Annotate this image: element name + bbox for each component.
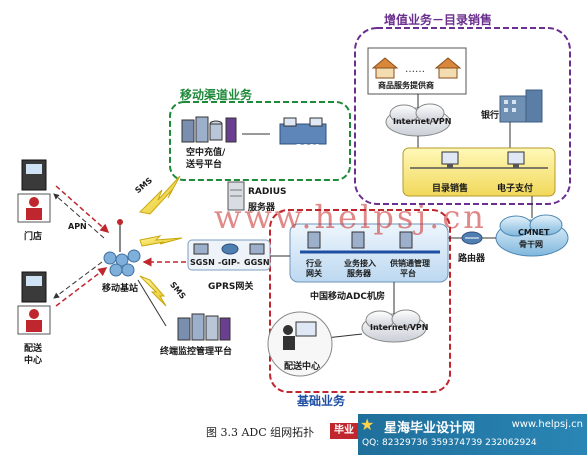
computer-icon [507,151,525,168]
server-icon [351,231,365,249]
value-added-group-border [354,27,571,205]
watermark-text: www.helpsj.cn [214,198,487,236]
banner-url: www.helpsj.cn [511,419,583,430]
person-icon [17,305,51,335]
boss-label: BOSS [296,143,321,152]
base-station-label: 移动基站 [102,284,139,294]
recharge-platform-label-2: 送号平台 [186,160,223,170]
caption-badge: 毕业 [330,423,358,439]
e-payment-label: 电子支付 [497,184,534,194]
supply-platform-label-1: 供销通管理 [390,259,430,268]
radius-label-1: RADIUS [248,187,287,197]
basic-group-border [269,209,451,393]
cmnet-label-1: CMNET [518,228,550,237]
value-added-group-title: 增值业务－目录销售 [384,13,493,27]
radius-label-2: 服务器 [248,203,276,213]
bank-label: 银行 [481,111,500,121]
link [53,261,103,299]
sms-lightning-icon [138,175,181,215]
sgsn-label: SGSN [190,258,215,267]
link [325,333,363,339]
mobile-channel-group-title: 移动渠道业务 [180,88,253,102]
sms-lightning-icon [139,275,167,307]
link [137,279,167,327]
server-icon [399,231,413,249]
apn-link [55,185,110,233]
mobile-channel-group-border [169,101,351,181]
server-rack-icon [181,116,237,143]
boss-server-icon [279,117,327,145]
gprs-gateway-icon [187,239,271,271]
lightning-icon [139,235,183,247]
access-server-label-2: 服务器 [347,269,371,278]
internet-cloud-icon [361,309,427,343]
delivery-center-bottom-label: 配送中心 [284,362,321,372]
figure-caption: 图 3.3 ADC 组网拓扑 [206,426,315,439]
cmnet-label-2: 骨干网 [519,240,543,249]
gprs-gateway-label: GPRS网关 [208,282,254,292]
monitor-platform-icon [177,313,231,341]
banner-site-name: 星海毕业设计网 [384,421,476,436]
link [55,267,108,307]
delivery-label-1: 配送 [24,344,43,354]
industry-gateway-label-1: 行业 [306,259,322,268]
star-icon: ★ [360,415,375,434]
internet-vpn-label: Internet/VPN [393,117,452,126]
server-icon [307,231,321,249]
delivery-label-2: 中心 [24,356,43,366]
industry-gateway-label-2: 网关 [306,269,322,278]
access-server-label-1: 业务接入 [344,259,376,268]
ggsn-label: GGSN [244,258,270,267]
banner-qq: QQ: 82329736 359374739 232062924 [362,438,537,448]
merchant-label: 商品服务提供商 [378,81,434,90]
internet-vpn-label-bottom: Internet/VPN [370,323,429,332]
terminal-platform-label: 终端监控管理平台 [160,347,233,357]
house-icon [434,57,462,79]
supply-platform-label-2: 平台 [400,269,416,278]
gip-label: -GIP- [218,258,240,267]
person-icon [17,193,51,223]
store-label: 门店 [24,232,43,242]
apn-link [53,193,105,239]
operator-icon [283,321,317,350]
recharge-platform-label-1: 空中充值/ [186,148,226,158]
pos-terminal-icon [21,159,47,191]
apn-label: APN [68,222,87,231]
site-banner: ★ 星海毕业设计网 www.helpsj.cn QQ: 82329736 359… [358,414,587,455]
house-icon [371,57,399,79]
radius-server-icon [227,181,245,211]
catalog-sales-label: 目录销售 [432,184,469,194]
router-label: 路由器 [458,254,486,264]
svg-text:……: …… [405,64,425,75]
base-station-icon [103,219,141,277]
adc-room-label: 中国移动ADC机房 [310,292,386,302]
basic-group-title: 基础业务 [297,394,346,408]
cmnet-cloud-icon [495,214,569,257]
pos-terminal-icon [21,271,47,303]
computer-icon [441,151,459,168]
bank-icon [499,89,543,123]
